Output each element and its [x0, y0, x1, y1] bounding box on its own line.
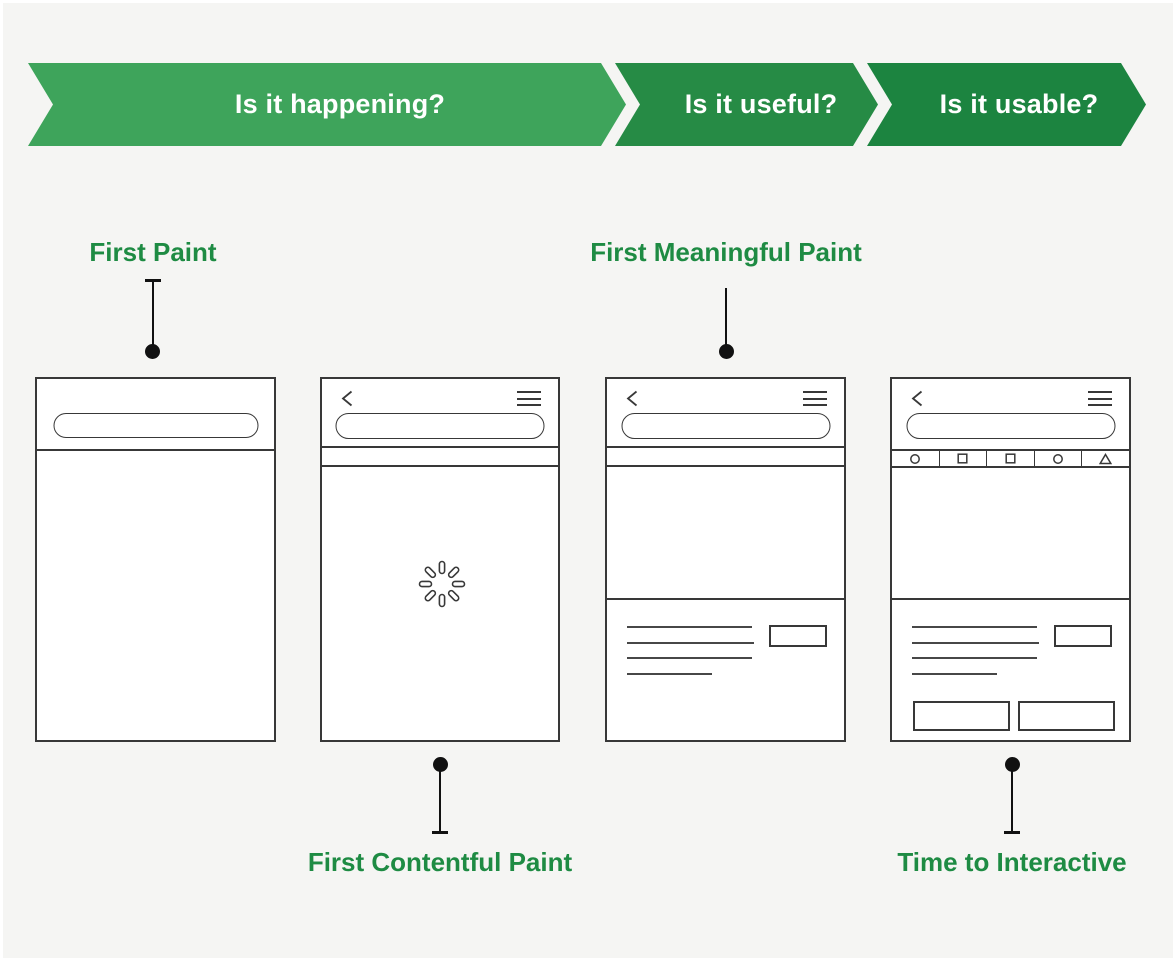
text-line — [627, 657, 752, 659]
connector-dot — [433, 757, 448, 772]
tab-icon-circle — [892, 451, 939, 466]
connector-dot — [719, 344, 734, 359]
connector-line — [439, 769, 441, 831]
button-placeholder — [1018, 701, 1115, 731]
connector-dot — [1005, 757, 1020, 772]
back-icon — [911, 390, 923, 407]
text-line — [627, 673, 712, 675]
phone-mockup-first-paint — [35, 377, 276, 742]
url-bar — [621, 413, 830, 439]
banner-label-useful: Is it useful? — [684, 89, 838, 119]
banner-arrow-1 — [28, 63, 626, 146]
tab-icon-row — [892, 451, 1129, 468]
text-line — [912, 657, 1037, 659]
browser-header — [607, 379, 844, 448]
banner-arrows — [28, 63, 1146, 146]
tab-icon-circle — [1033, 451, 1082, 466]
menu-icon — [517, 391, 541, 411]
url-bar — [53, 413, 258, 438]
connector-cap — [432, 831, 448, 834]
text-line — [912, 642, 1039, 644]
banner-arrow-2 — [615, 63, 878, 146]
label-first-meaningful-paint: First Meaningful Paint — [590, 237, 862, 267]
tab-icon-square — [938, 451, 987, 466]
back-icon — [626, 390, 638, 407]
connector-dot — [145, 344, 160, 359]
browser-header — [892, 379, 1129, 451]
banner-label-usable: Is it usable? — [939, 89, 1099, 119]
label-first-contentful-paint: First Contentful Paint — [307, 847, 573, 877]
phone-mockup-first-contentful-paint — [320, 377, 560, 742]
connector-cap — [1004, 831, 1020, 834]
toolbar-strip — [322, 448, 558, 467]
banner-label-happening: Is it happening? — [234, 89, 446, 119]
toolbar-strip — [607, 448, 844, 467]
banner-arrow-3 — [867, 63, 1146, 146]
connector-line — [725, 288, 727, 347]
connector-cap — [145, 279, 161, 282]
text-line — [912, 673, 997, 675]
text-line — [912, 626, 1037, 628]
url-bar — [906, 413, 1115, 439]
tab-icon-triangle — [1081, 451, 1129, 466]
content-divider — [607, 598, 844, 600]
text-line — [627, 642, 754, 644]
spinner-icon — [415, 557, 469, 611]
url-bar — [335, 413, 545, 439]
back-icon — [341, 390, 353, 407]
label-first-paint: First Paint — [89, 237, 217, 267]
connector-line — [1011, 769, 1013, 831]
browser-header — [37, 379, 274, 451]
text-line — [627, 626, 752, 628]
browser-header — [322, 379, 558, 448]
tab-icon-square — [986, 451, 1034, 466]
button-placeholder — [1054, 625, 1112, 647]
phone-mockup-time-to-interactive — [890, 377, 1131, 742]
button-placeholder — [913, 701, 1010, 731]
menu-icon — [1088, 391, 1112, 411]
menu-icon — [803, 391, 827, 411]
connector-line — [152, 281, 154, 347]
label-time-to-interactive: Time to Interactive — [897, 847, 1127, 877]
phone-mockup-first-meaningful-paint — [605, 377, 846, 742]
content-divider — [892, 598, 1129, 600]
button-placeholder — [769, 625, 827, 647]
